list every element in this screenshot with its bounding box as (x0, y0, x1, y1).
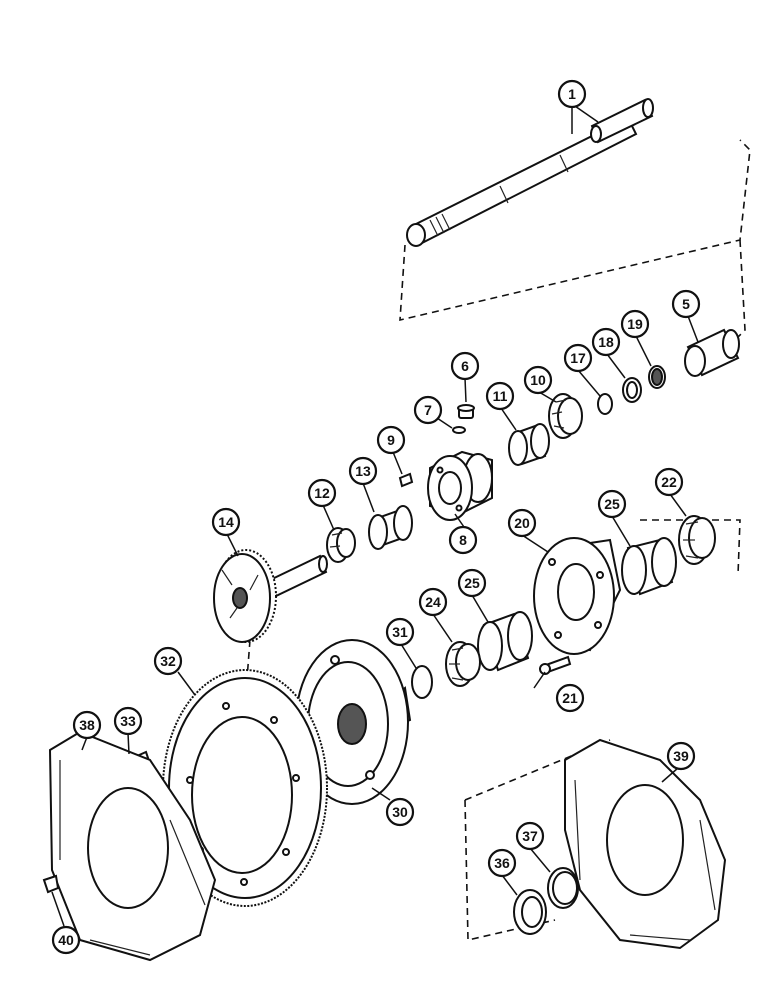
callout-label: 40 (58, 932, 74, 948)
callout-label: 6 (461, 358, 469, 374)
bolt-9 (398, 472, 414, 488)
snap-ring-37 (547, 867, 579, 909)
callout-30: 30 (385, 797, 415, 827)
ring-17 (597, 393, 613, 415)
callout-label: 9 (387, 432, 395, 448)
callout-40: 40 (51, 925, 81, 955)
callout-36: 36 (487, 848, 517, 878)
callout-12: 12 (307, 478, 337, 508)
callout-5: 5 (671, 289, 701, 319)
callout-label: 39 (673, 748, 689, 764)
callout-label: 8 (459, 532, 467, 548)
callout-31: 31 (385, 617, 415, 647)
right-shield-39 (564, 738, 727, 950)
callout-17: 17 (563, 343, 593, 373)
callout-37: 37 (515, 821, 545, 851)
leader-lines (51, 103, 699, 927)
bearing-cone-22 (678, 515, 716, 565)
callout-7: 7 (413, 395, 443, 425)
differential-housing-20 (533, 537, 622, 655)
bearing-cup-11 (508, 423, 550, 466)
callout-8: 8 (448, 525, 478, 555)
callout-25: 25 (457, 568, 487, 598)
bearing-cone-10 (548, 393, 583, 439)
callout-label: 21 (562, 690, 578, 706)
callout-13: 13 (348, 456, 378, 486)
shaft-bearing-guide (734, 239, 746, 341)
callout-33: 33 (113, 706, 143, 736)
callout-label: 5 (682, 296, 690, 312)
callout-label: 32 (160, 653, 176, 669)
bearing-cone-24 (445, 641, 481, 687)
bearing-housing-8 (427, 450, 493, 521)
callout-label: 31 (392, 624, 408, 640)
callout-label: 20 (514, 515, 530, 531)
callout-label: 24 (425, 594, 441, 610)
bearing-sleeve (684, 328, 740, 377)
callout-label: 19 (627, 316, 643, 332)
ring-36 (513, 889, 547, 935)
shaft-dashed-guide (399, 139, 751, 322)
plug-6 (457, 404, 475, 419)
ring-18 (622, 377, 642, 403)
shim-31 (411, 665, 433, 699)
drive-shaft (406, 98, 654, 247)
callout-19: 19 (620, 309, 650, 339)
callout-21: 21 (555, 683, 585, 713)
callout-label: 14 (218, 514, 234, 530)
callout-label: 36 (494, 855, 510, 871)
callout-10: 10 (523, 365, 553, 395)
callout-label: 18 (598, 334, 614, 350)
callout-14: 14 (211, 507, 241, 537)
callout-32: 32 (153, 646, 183, 676)
callout-label: 17 (570, 350, 586, 366)
callout-24: 24 (418, 587, 448, 617)
callout-6: 6 (450, 351, 480, 381)
bolt-21 (539, 655, 572, 675)
callout-label: 30 (392, 804, 408, 820)
callout-label: 25 (464, 575, 480, 591)
callout-label: 12 (314, 485, 330, 501)
callout-38: 38 (72, 710, 102, 740)
callout-label: 38 (79, 717, 95, 733)
callout-label: 22 (661, 474, 677, 490)
callout-22: 22 (654, 467, 684, 497)
bearing-cup-13 (368, 505, 413, 550)
callout-1: 1 (557, 79, 587, 109)
callout-label: 11 (493, 388, 508, 404)
callout-label: 25 (604, 496, 620, 512)
shield-dashed-guide (464, 739, 611, 941)
callout-label: 37 (522, 828, 538, 844)
callout-25: 25 (597, 489, 627, 519)
clip-40 (42, 874, 60, 894)
callout-18: 18 (591, 327, 621, 357)
snap-ring-19 (648, 365, 666, 389)
callout-9: 9 (376, 425, 406, 455)
callout-label: 10 (530, 372, 546, 388)
pinion-gear-14 (213, 549, 328, 643)
callout-label: 7 (424, 402, 432, 418)
callout-20: 20 (507, 508, 537, 538)
hub-dashed-guide (640, 519, 741, 576)
o-ring-7 (452, 426, 466, 434)
callout-label: 13 (355, 463, 371, 479)
bearing-cup-25-upper (621, 537, 677, 596)
callout-label: 1 (568, 86, 576, 102)
callout-11: 11 (485, 381, 515, 411)
callout-label: 33 (120, 713, 136, 729)
bearing-cup-25-lower (477, 611, 533, 672)
bearing-cone-12 (326, 527, 356, 563)
ring-gear-32 (162, 669, 328, 907)
left-shield-38 (48, 730, 217, 962)
callout-39: 39 (666, 741, 696, 771)
